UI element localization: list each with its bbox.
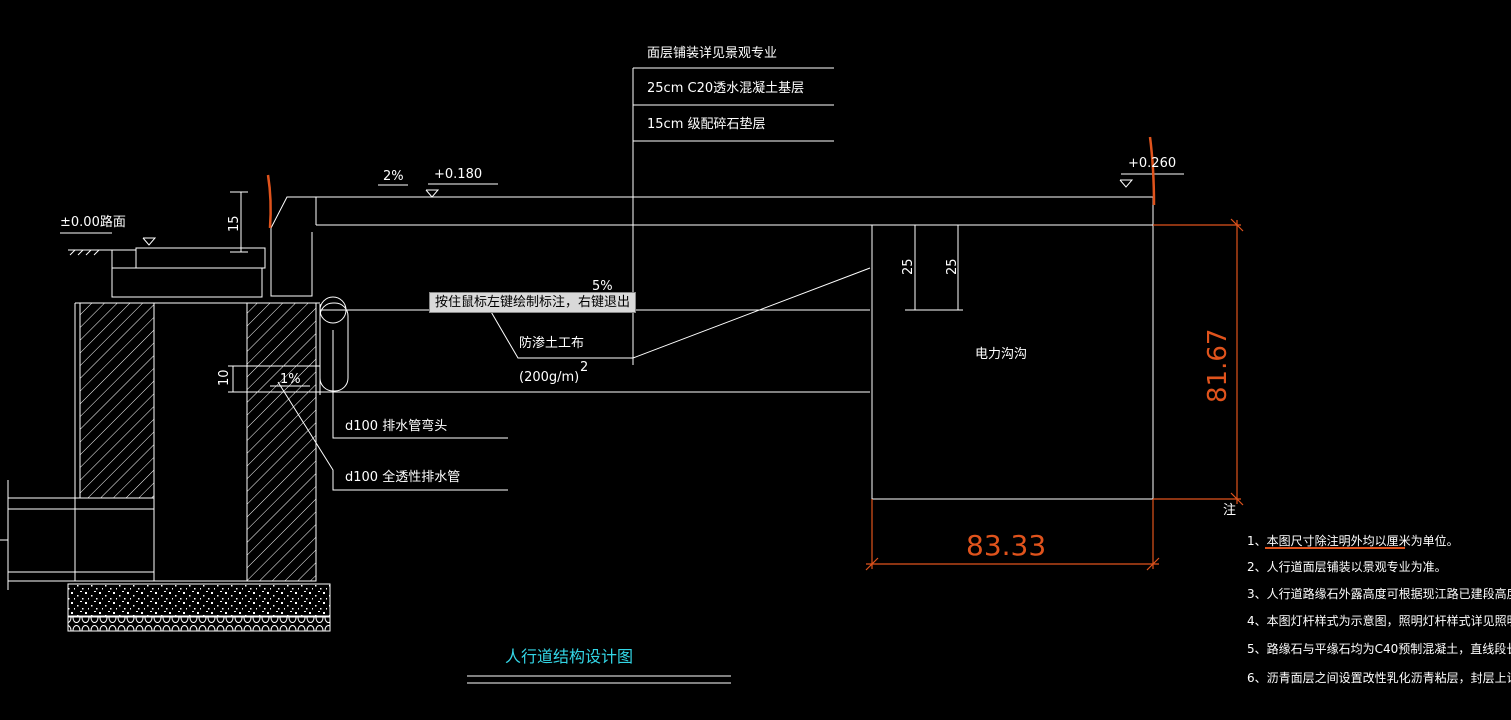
note-2: 2、人行道面层铺装以景观专业为准。 (1247, 559, 1447, 574)
slope-surface: 2% (383, 169, 404, 184)
dimension-horizontal-value: 83.33 (966, 529, 1046, 562)
elbow-leader (332, 330, 508, 439)
drain-pipe-elbow (319, 302, 349, 392)
fabric-spec-superscript: 2 (580, 360, 588, 375)
slope-drain: 1% (280, 372, 301, 387)
curb-dimension: 15 (227, 215, 242, 232)
note-3: 3、人行道路缘石外露高度可根据现江路已建段高度调整，保持外 (1247, 586, 1511, 601)
elbow-label: d100 排水管弯头 (345, 418, 447, 434)
elevation-marker-left (425, 189, 440, 198)
elevation-right: +0.260 (1128, 156, 1176, 171)
notes-marker: 注 (1223, 503, 1236, 518)
electric-trench (871, 224, 1154, 500)
note-4: 4、本图灯杆样式为示意图，照明灯杆样式详见照明相关设计图纸 (1247, 613, 1511, 628)
trench-label: 电力沟沟 (975, 347, 1027, 362)
gravel-cushion (67, 583, 331, 617)
command-tooltip: 按住鼠标左键绘制标注，右键退出 (429, 292, 637, 313)
trench-dimension-b: 25 (945, 258, 960, 275)
pipe-leader (277, 381, 508, 491)
fabric-leader (489, 267, 871, 359)
slope-fabric: 5% (592, 279, 613, 294)
trench-dimension-a: 25 (901, 258, 916, 275)
flat-curb-stone (135, 247, 266, 269)
note-6: 6、沥青面层之间设置改性乳化沥青粘层，封层上设置改性乳化沥青 (1247, 670, 1511, 685)
note-5: 5、路缘石与平缘石均为C40预制混凝土，直线段长度为100cm (1247, 641, 1511, 656)
elevation-road: ±0.00路面 (60, 214, 126, 230)
curb-stone (111, 247, 266, 298)
callout-surface: 面层铺装详见景观专业 (647, 46, 777, 61)
break-mark-right (1148, 136, 1156, 206)
note-1: 1、本图尺寸除注明外均以厘米为单位。 (1247, 533, 1459, 548)
break-mark-left (266, 174, 272, 229)
callout-layer2: 15cm 级配碎石垫层 (647, 116, 766, 132)
pavement-top-line (270, 196, 1153, 229)
callout-layer1: 25cm C20透水混凝土基层 (647, 80, 804, 96)
foundation-wall-right (246, 302, 317, 582)
elevation-left: +0.180 (434, 167, 482, 182)
road-ground-hatch (68, 249, 112, 256)
foundation-wall-left (79, 302, 155, 499)
drain-dimension: 10 (217, 369, 232, 386)
pipe-label: d100 全透性排水管 (345, 469, 460, 485)
sand-layer (67, 616, 331, 632)
dimension-vertical-value: 81.67 (1203, 329, 1233, 403)
elevation-marker-road (142, 237, 157, 246)
drawing-title: 人行道结构设计图 (505, 647, 633, 666)
edge-stone (270, 228, 313, 297)
fabric-spec: (200g/m) (519, 370, 579, 385)
fabric-label: 防渗土工布 (519, 335, 584, 351)
elevation-marker-right (1119, 179, 1134, 188)
